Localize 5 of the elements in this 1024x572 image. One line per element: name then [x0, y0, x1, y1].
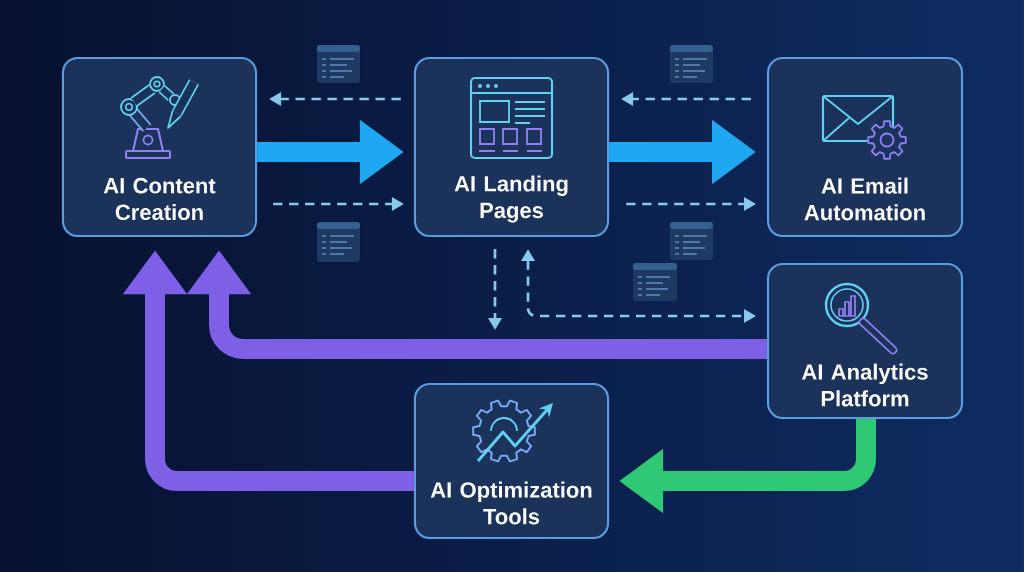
- process-box: AI Content Creation: [61, 56, 258, 238]
- process-box: AI Optimization Tools: [413, 382, 610, 540]
- process-box: AI Analytics Platform: [766, 262, 964, 420]
- process-box: AI Email Automation: [766, 56, 964, 238]
- process-box: AI Landing Pages: [413, 56, 610, 238]
